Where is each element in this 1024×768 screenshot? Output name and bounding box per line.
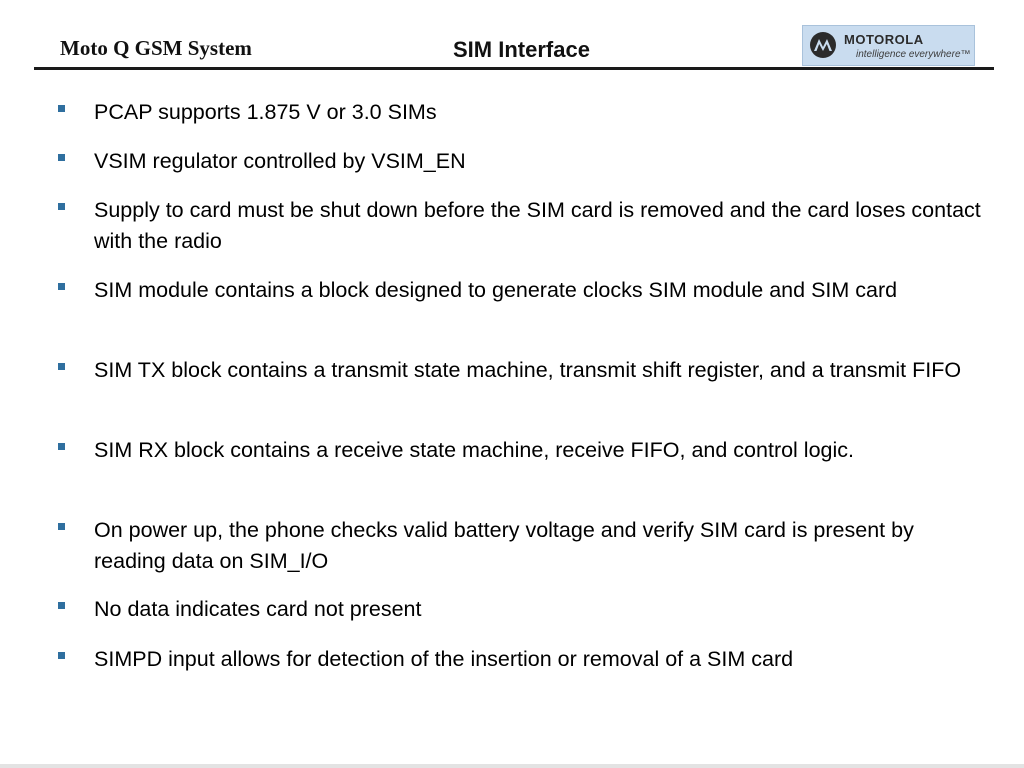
bullet-text: SIM module contains a block designed to … (94, 278, 898, 302)
square-bullet-icon (58, 652, 65, 659)
logo-tagline: intelligence everywhere™ (856, 49, 971, 60)
bullet-text: PCAP supports 1.875 V or 3.0 SIMs (94, 100, 437, 124)
bullet-text: VSIM regulator controlled by VSIM_EN (94, 149, 466, 173)
header-divider (34, 67, 994, 70)
footer-band (0, 764, 1024, 768)
bullet-text: Supply to card must be shut down before … (94, 198, 981, 253)
square-bullet-icon (58, 523, 65, 530)
square-bullet-icon (58, 602, 65, 609)
bullet-text: No data indicates card not present (94, 597, 422, 621)
motorola-batwing-icon (810, 32, 836, 58)
bullet-text: SIM TX block contains a transmit state m… (94, 358, 962, 382)
bullet-text: SIMPD input allows for detection of the … (94, 647, 794, 671)
motorola-logo: MOTOROLA intelligence everywhere™ (802, 25, 975, 66)
bullet-text: On power up, the phone checks valid batt… (94, 518, 914, 573)
bullet-text: SIM RX block contains a receive state ma… (94, 438, 854, 462)
square-bullet-icon (58, 283, 65, 290)
square-bullet-icon (58, 363, 65, 370)
square-bullet-icon (58, 105, 65, 112)
slide-title: SIM Interface (453, 37, 590, 62)
square-bullet-icon (58, 203, 65, 210)
presentation-title: Moto Q GSM System (60, 36, 252, 60)
logo-wordmark: MOTOROLA (844, 32, 924, 47)
square-bullet-icon (58, 154, 65, 161)
square-bullet-icon (58, 443, 65, 450)
